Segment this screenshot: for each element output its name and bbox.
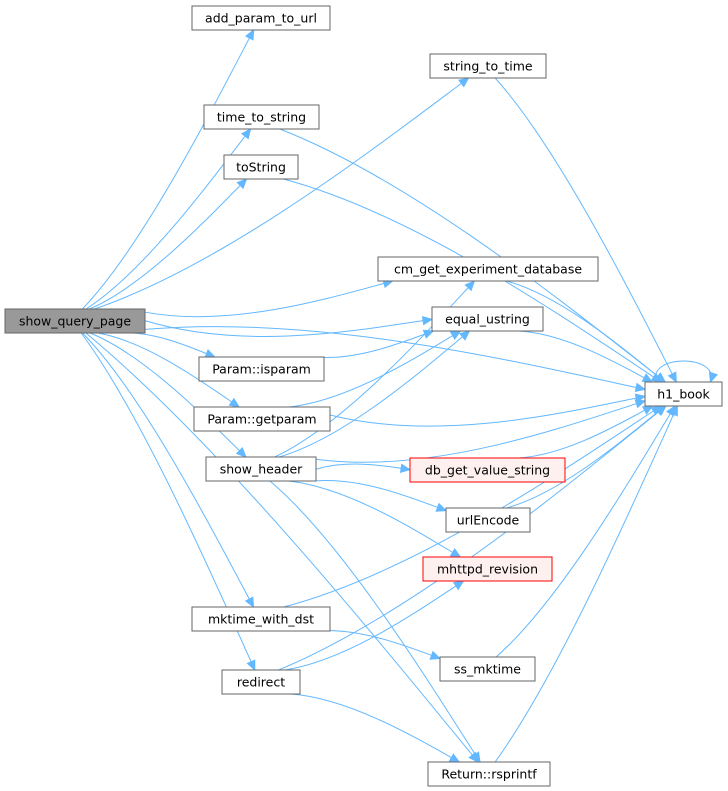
node-redirect[interactable]: redirect: [221, 669, 301, 695]
node-box: [191, 606, 331, 632]
node-box: [203, 104, 320, 130]
edge-redirect-to-mhttpd-revision: [284, 580, 465, 671]
node-box: [439, 656, 536, 682]
node-label: Return::rsprintf: [441, 767, 537, 782]
node-label: show_header: [220, 462, 303, 477]
node-ss-mktime[interactable]: ss_mktime: [439, 656, 536, 682]
edge-show-query-page-to-return-rsprintf: [85, 332, 479, 763]
node-box: [198, 356, 325, 382]
edge-redirect-to-return-rsprintf: [290, 693, 461, 763]
edge-show-query-page-to-h1-book: [144, 326, 647, 393]
edge-param-getparam-to-equal-ustring: [289, 330, 462, 408]
node-label: toString: [236, 160, 286, 175]
node-box: [191, 5, 331, 31]
node-time-to-string[interactable]: time_to_string: [203, 104, 320, 130]
node-box: [4, 308, 146, 334]
node-box: [429, 53, 547, 79]
edge-show-query-page-to-string-to-time: [94, 77, 470, 310]
node-box: [377, 256, 599, 282]
edge-show-query-page-to-param-getparam: [97, 332, 241, 408]
node-label: string_to_time: [443, 59, 532, 74]
node-box: [445, 507, 531, 533]
edge-return-rsprintf-to-h1-book: [494, 404, 678, 763]
node-label: time_to_string: [217, 110, 306, 125]
node-box: [205, 456, 317, 482]
node-box: [427, 761, 551, 787]
node-param-getparam[interactable]: Param::getparam: [193, 406, 331, 432]
node-label: db_get_value_string: [425, 463, 550, 478]
node-label: Param::isparam: [212, 362, 311, 377]
node-show-header[interactable]: show_header: [205, 456, 317, 482]
node-box: [644, 381, 723, 407]
edge-show-header-to-db-get-value-string: [315, 463, 412, 473]
node-label: ss_mktime: [454, 662, 521, 677]
edge-cm-get-experiment-database-to-h1-book: [506, 280, 666, 383]
edge-string-to-time-to-h1-book: [494, 77, 677, 384]
node-label: Param::getparam: [207, 412, 316, 427]
node-param-isparam[interactable]: Param::isparam: [198, 356, 325, 382]
edge-show-header-to-cm-get-experiment-database: [274, 280, 476, 458]
edge-show-header-to-equal-ustring: [278, 330, 471, 458]
node-show-query-page[interactable]: show_query_page: [4, 308, 146, 334]
node-label: show_query_page: [19, 314, 131, 329]
edge-show-header-to-h1-book: [315, 399, 647, 463]
node-cm-get-experiment-database[interactable]: cm_get_experiment_database: [377, 256, 599, 282]
node-label: cm_get_experiment_database: [394, 262, 582, 277]
node-to-string[interactable]: toString: [223, 154, 299, 180]
node-box: [431, 306, 544, 332]
node-mktime-with-dst[interactable]: mktime_with_dst: [191, 606, 331, 632]
edge-layer: [80, 28, 718, 764]
edge-param-getparam-to-h1-book: [329, 393, 647, 427]
edge-show-query-page-to-add-param-to-url: [82, 28, 255, 310]
node-return-rsprintf[interactable]: Return::rsprintf: [427, 761, 551, 787]
node-label: urlEncode: [457, 513, 520, 528]
edge-show-header-to-url-encode: [314, 479, 448, 512]
node-layer: show_query_page add_param_to_url string_to…: [4, 5, 723, 787]
edge-show-query-page-to-time-to-string: [85, 128, 252, 310]
node-equal-ustring[interactable]: equal_ustring: [431, 306, 544, 332]
edge-show-query-page-to-mktime-with-dst: [82, 332, 255, 609]
node-box: [409, 457, 566, 483]
edge-show-header-to-mhttpd-revision: [288, 480, 462, 558]
node-box: [422, 556, 553, 582]
edge-show-query-page-to-to-string: [89, 178, 248, 310]
node-label: redirect: [237, 675, 285, 690]
node-add-param-to-url[interactable]: add_param_to_url: [191, 5, 331, 31]
node-db-get-value-string[interactable]: db_get_value_string: [409, 457, 566, 483]
node-mhttpd-revision[interactable]: mhttpd_revision: [422, 556, 553, 582]
edge-show-header-to-return-rsprintf: [269, 480, 481, 764]
node-label: mktime_with_dst: [208, 612, 314, 627]
node-string-to-time[interactable]: string_to_time: [429, 53, 547, 79]
node-box: [223, 154, 299, 180]
node-label: h1_book: [657, 387, 710, 402]
node-url-encode[interactable]: urlEncode: [445, 507, 531, 533]
node-label: add_param_to_url: [205, 11, 317, 26]
edge-h1-book-to-h1-book: [655, 360, 718, 384]
node-h1-book[interactable]: h1_book: [644, 381, 723, 407]
edge-show-query-page-to-show-header: [89, 332, 247, 458]
edge-show-query-page-to-equal-ustring: [144, 315, 434, 337]
node-box: [221, 669, 301, 695]
node-label: mhttpd_revision: [437, 562, 538, 577]
node-box: [193, 406, 331, 432]
edge-redirect-to-h1-book: [278, 405, 667, 671]
edge-show-query-page-to-cm-get-experiment-database: [144, 278, 394, 318]
node-label: equal_ustring: [445, 312, 530, 327]
edge-time-to-string-to-h1-book: [279, 128, 667, 383]
